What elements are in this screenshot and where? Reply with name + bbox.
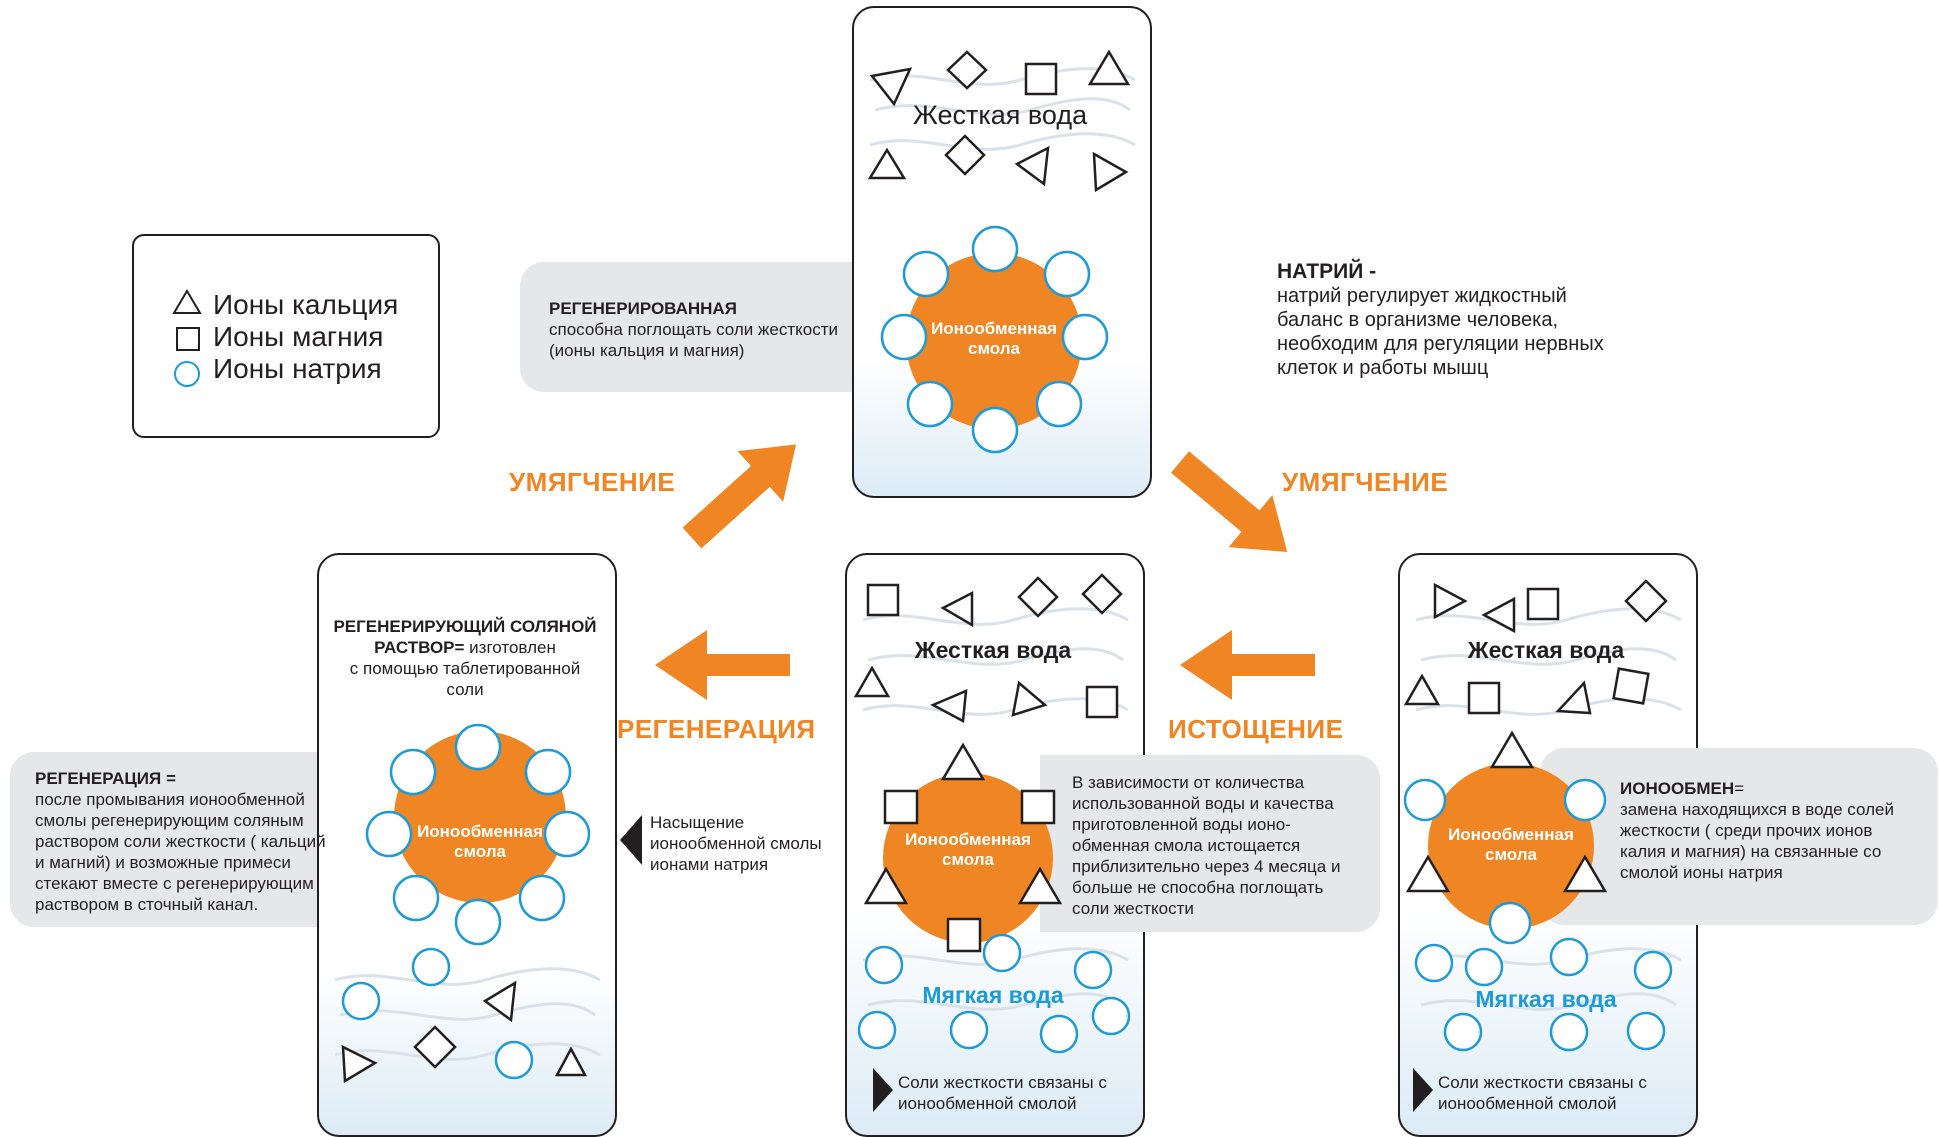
legend-square-icon (176, 327, 200, 351)
saturation-note: Насыщение ионообменной смолы ионами натр… (650, 813, 822, 874)
middle-tank-bound-note: Соли жесткости связаны с ионообменной см… (898, 1073, 1107, 1113)
left-tank-resin (365, 723, 591, 946)
right-tank-soft-ions (1414, 937, 1673, 1052)
legend-triangle-icon (172, 289, 202, 314)
softening-left-label: УМЯГЧЕНИЕ (509, 467, 676, 497)
softening-arrow-down (1171, 451, 1288, 552)
softening-right-label: УМЯГЧЕНИЕ (1282, 467, 1449, 497)
regeneration-arrow (655, 630, 790, 700)
right-tank-pointer-icon (1413, 1068, 1433, 1112)
left-tank-waves (334, 967, 601, 1061)
top-tank-ions (867, 49, 1131, 193)
right-tank-hard-water-label: Жесткая вода (1467, 637, 1625, 663)
middle-tank-soft-ions (857, 933, 1131, 1054)
ion-exchange-note: ИОНООБМЕН= замена находящихся в воде сол… (1620, 779, 1894, 882)
top-tank-resin (880, 225, 1109, 454)
regeneration-label: РЕГЕНЕРАЦИЯ (617, 714, 816, 744)
depletion-callout-overlap (1040, 755, 1380, 932)
depletion-label: ИСТОЩЕНИЕ (1168, 714, 1344, 744)
regenerated-callout (520, 262, 890, 392)
top-tank-hard-water-label: Жесткая вода (912, 100, 1088, 130)
regeneration-note: РЕГЕНЕРАЦИЯ = после промывания ионообмен… (35, 769, 326, 914)
depletion-arrow (1180, 630, 1315, 700)
middle-tank-resin (863, 742, 1063, 953)
legend-sodium-label: Ионы натрия (213, 353, 382, 384)
saturation-pointer-icon (620, 815, 642, 865)
legend-calcium-label: Ионы кальция (213, 289, 399, 320)
salt-solution-text: РЕГЕНЕРИРУЮЩИЙ СОЛЯНОЙ РАСТВОР= изготовл… (333, 617, 597, 699)
sodium-note: НАТРИЙ - натрий регулирует жидкостный ба… (1277, 260, 1604, 379)
ion-exchange-callout (1540, 748, 1938, 925)
middle-tank-soft-water-label: Мягкая вода (922, 982, 1064, 1008)
right-tank-hard-ions (1403, 579, 1668, 715)
legend-magnesium-label: Ионы магния (213, 321, 384, 352)
middle-tank-hard-water-label: Жесткая вода (914, 637, 1072, 663)
right-tank-soft-water-label: Мягкая вода (1475, 986, 1617, 1012)
legend-circle-icon (174, 361, 200, 387)
right-tank-bound-note: Соли жесткости связаны с ионообменной см… (1438, 1073, 1647, 1113)
middle-tank-hard-ions (853, 573, 1123, 723)
right-tank-resin (1403, 730, 1608, 945)
softening-arrow-up (682, 444, 797, 549)
depletion-note: В зависимости от количества использованн… (1072, 773, 1341, 918)
left-tank-ions (341, 947, 588, 1084)
regenerated-text: РЕГЕНЕРИРОВАННАЯ способна поглощать соли… (549, 299, 838, 360)
middle-tank-pointer-icon (873, 1068, 893, 1112)
